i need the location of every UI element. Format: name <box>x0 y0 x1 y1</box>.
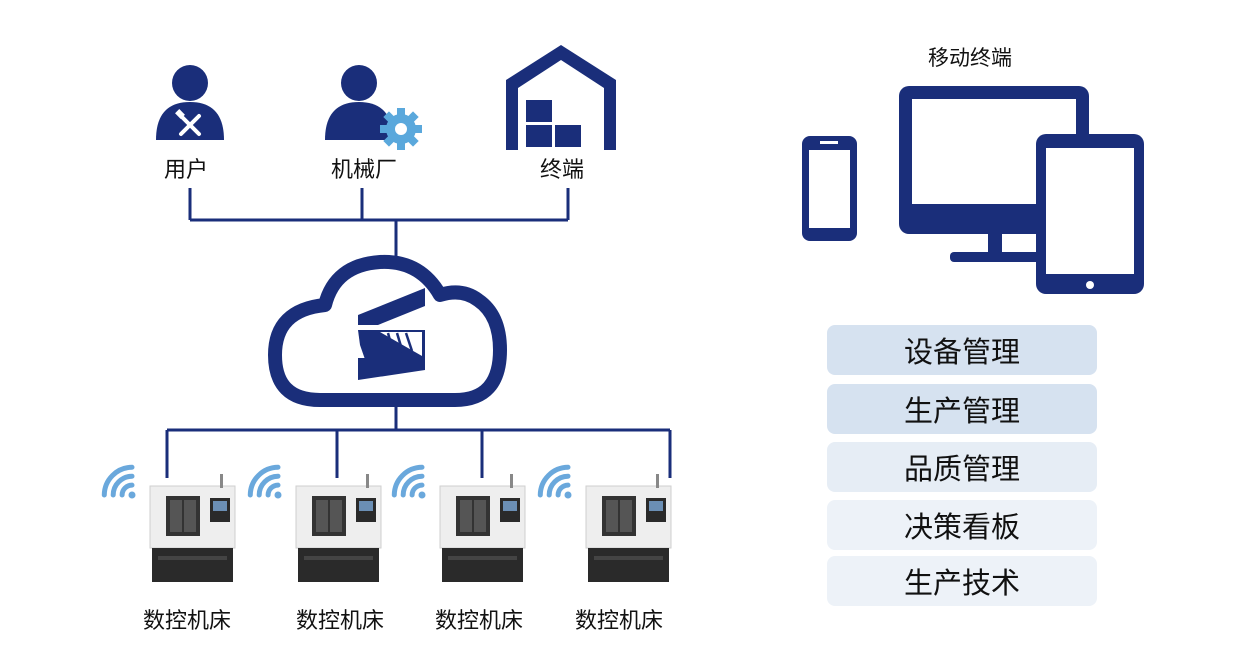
node-label-factory: 机械厂 <box>331 158 398 183</box>
menu-item-label: 品质管理 <box>903 452 1020 486</box>
cloud-logo-icon <box>268 254 507 407</box>
node-label-terminal: 终端 <box>540 158 585 183</box>
wifi-icon <box>537 464 572 499</box>
user-gear-icon <box>325 65 422 150</box>
mobile-terminal-title: 移动终端 <box>928 46 1012 70</box>
bottom-connectors <box>165 405 672 478</box>
menu-item-label: 决策看板 <box>903 510 1020 544</box>
node-label-user: 用户 <box>164 158 209 183</box>
menu-item-technology[interactable]: 生产技术 <box>827 556 1097 606</box>
machine-label-2: 数控机床 <box>296 609 385 634</box>
tablet-icon <box>1036 134 1144 294</box>
cnc-machine-icon <box>149 474 236 582</box>
menu-item-label: 设备管理 <box>903 335 1020 369</box>
cnc-machine-icon <box>295 474 382 582</box>
menu-item-equipment[interactable]: 设备管理 <box>827 325 1097 375</box>
menu-item-production[interactable]: 生产管理 <box>827 384 1097 434</box>
menu-item-quality[interactable]: 品质管理 <box>827 442 1097 492</box>
menu-item-label: 生产技术 <box>903 566 1020 600</box>
warehouse-icon <box>506 45 616 150</box>
machine-label-1: 数控机床 <box>143 609 232 634</box>
cnc-machine-icon <box>585 474 672 582</box>
wifi-icon <box>391 464 426 499</box>
machine-label-4: 数控机床 <box>575 609 664 634</box>
machine-label-3: 数控机床 <box>435 609 524 634</box>
phone-icon <box>802 136 857 241</box>
user-tools-icon <box>156 65 224 140</box>
wifi-icon <box>247 464 282 499</box>
menu-item-label: 生产管理 <box>903 394 1020 428</box>
menu-item-dashboard[interactable]: 决策看板 <box>827 500 1097 550</box>
top-connectors <box>188 188 570 258</box>
wifi-icon <box>101 464 136 499</box>
cnc-machine-icon <box>439 474 526 582</box>
machines-group <box>101 464 672 582</box>
